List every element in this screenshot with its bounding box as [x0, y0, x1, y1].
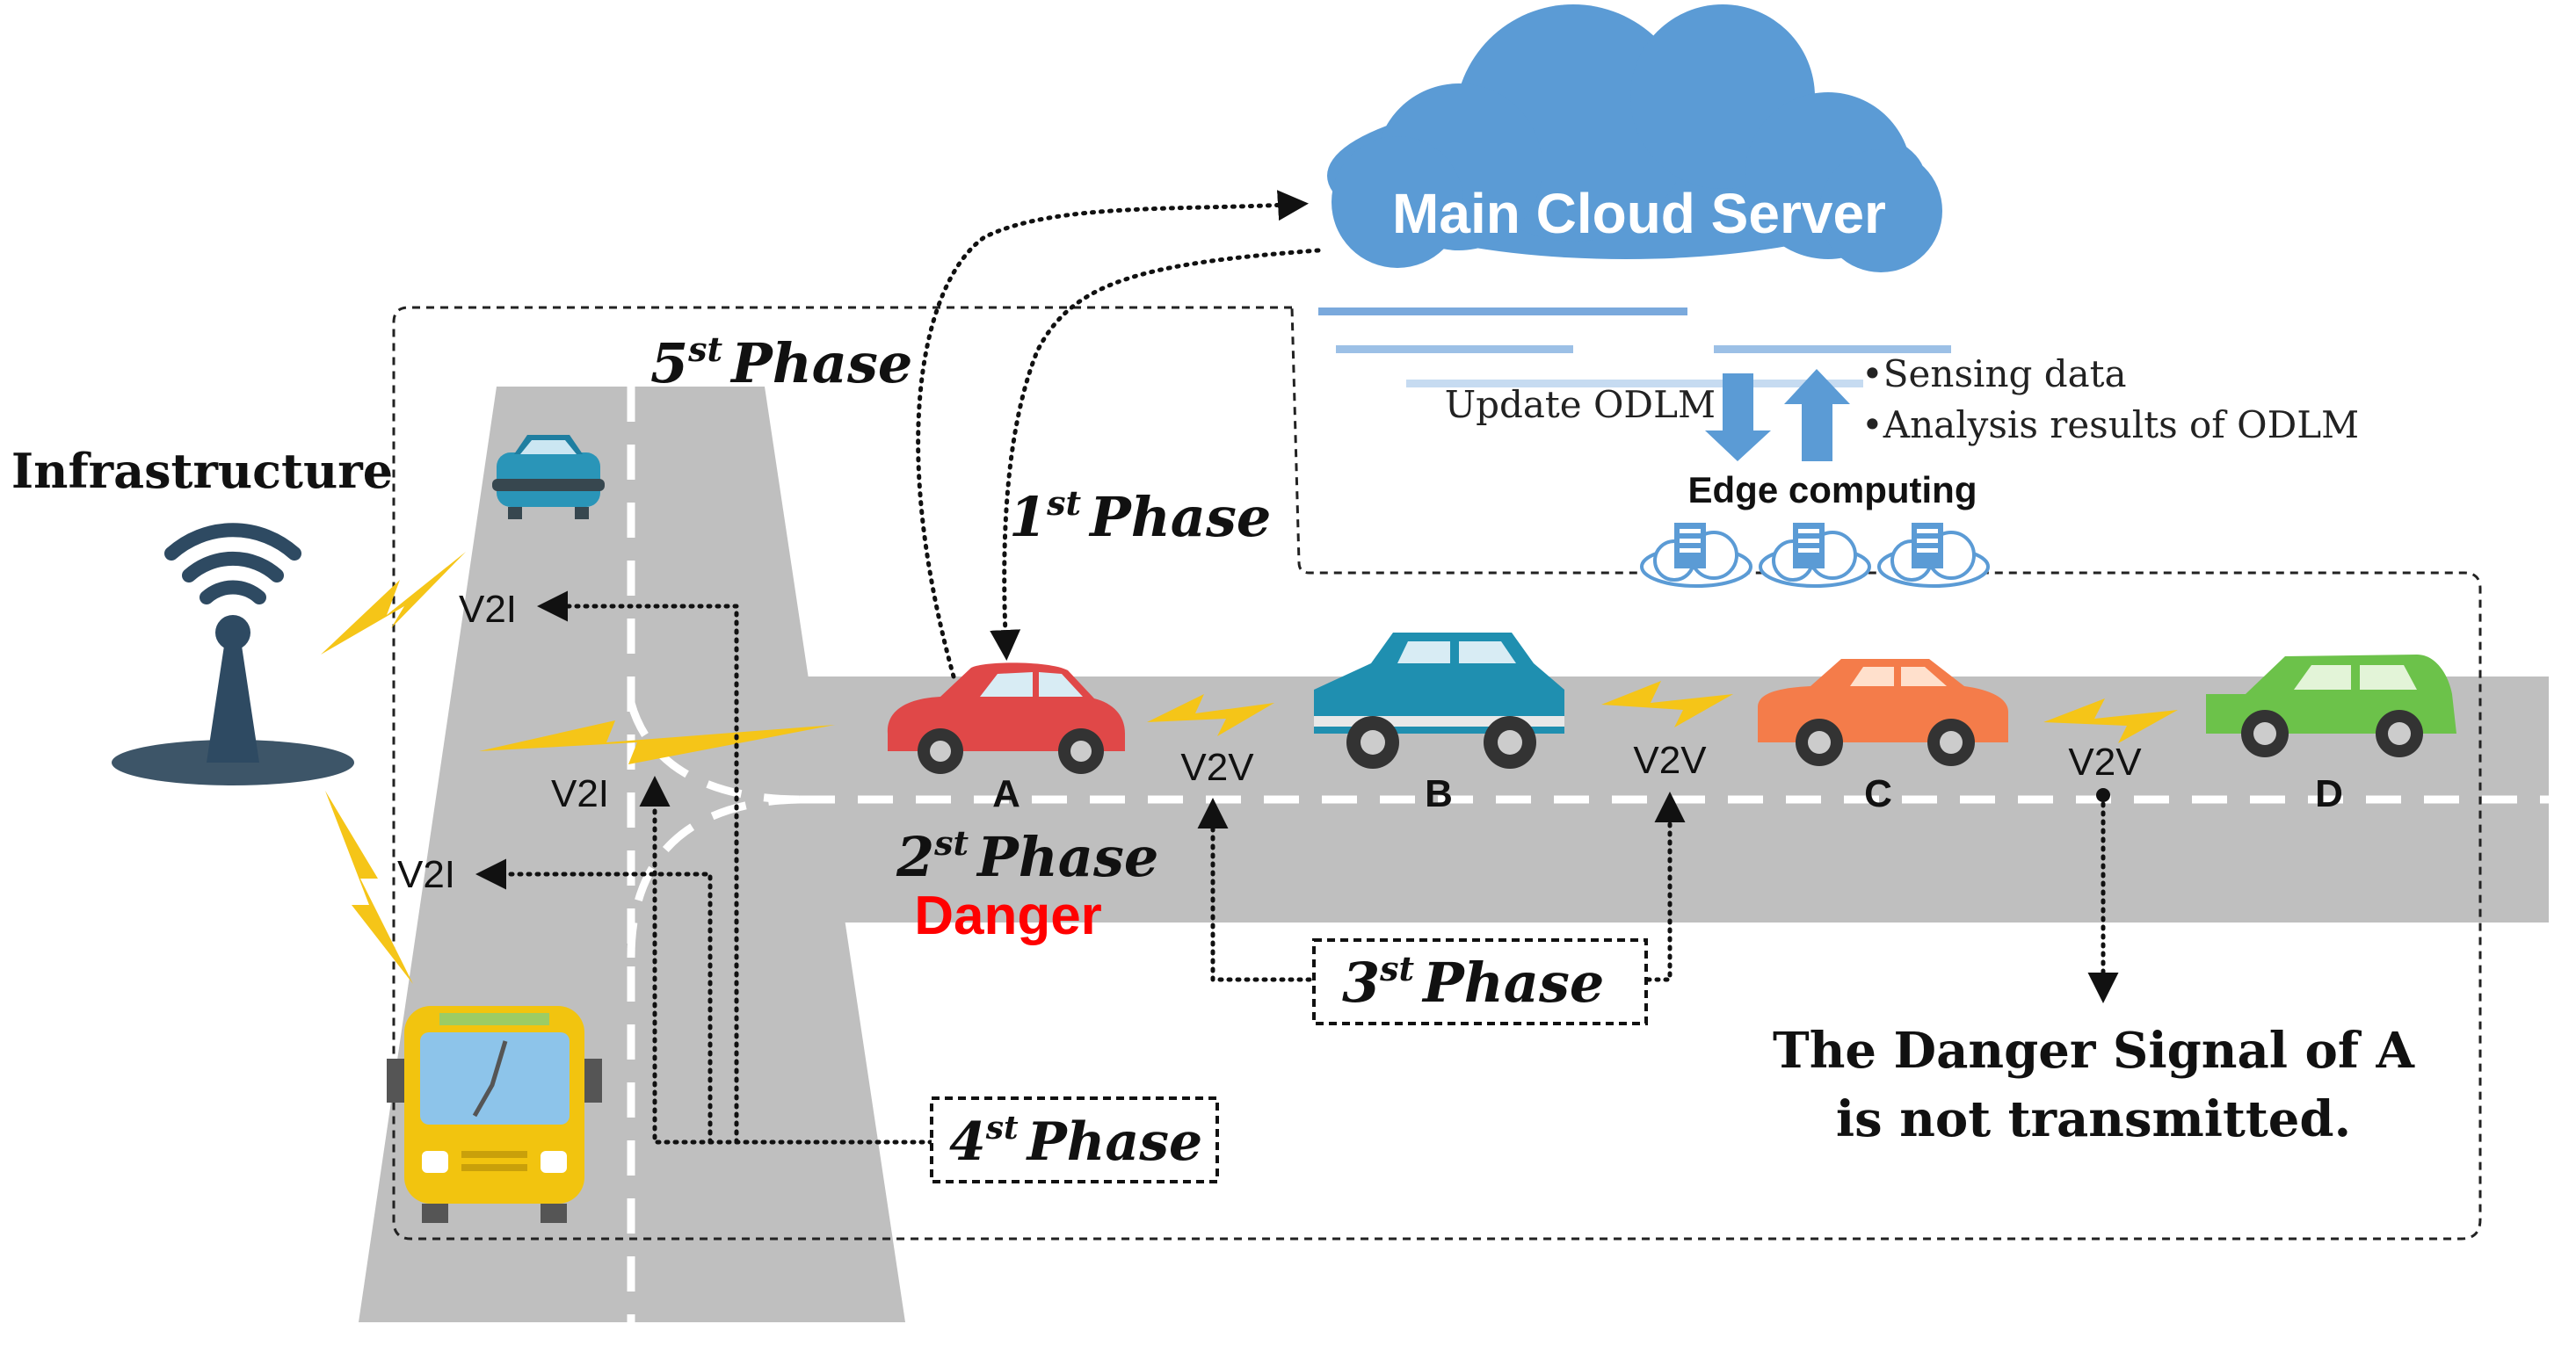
- vehicle-d: [2206, 655, 2456, 757]
- vehicle-bus: [387, 1006, 602, 1223]
- vehicle-label-d: D: [2315, 772, 2343, 815]
- v2v-label: V2V: [1633, 739, 1707, 782]
- transmission-dot: [2096, 788, 2110, 802]
- sensing-data-bullet: •Sensing data: [1861, 352, 2127, 395]
- v2i-label: V2I: [551, 772, 609, 815]
- phase1-arrow: [990, 248, 1321, 661]
- edge-node-icon: [1877, 523, 1990, 588]
- road-network: [359, 387, 2549, 1322]
- edge-computing: Update ODLM •Sensing data •Analysis resu…: [1445, 352, 2359, 588]
- wifi-signal-icon: [164, 523, 301, 604]
- bolt-icon: [479, 720, 835, 764]
- v2i-label: V2I: [397, 853, 455, 896]
- update-odlm-label: Update ODLM: [1445, 383, 1716, 426]
- merge-lane-marking: [627, 795, 801, 959]
- vehicle-b: [1314, 633, 1564, 769]
- cloud-label: Main Cloud Server: [1392, 182, 1886, 245]
- edge-node-icon: [1759, 523, 1871, 588]
- analysis-results-bullet: •Analysis results of ODLM: [1861, 403, 2359, 446]
- phase-3-box: [1312, 938, 1648, 1025]
- danger-signal-note-line2: is not transmitted.: [1836, 1090, 2351, 1148]
- infrastructure-tower: Infrastructure: [11, 443, 393, 785]
- vehicle-top-car: [492, 435, 605, 519]
- cloud-icon: [1327, 4, 1942, 272]
- vehicle-label-a: A: [992, 772, 1020, 815]
- danger-label: Danger: [914, 886, 1102, 946]
- phase5-arrow: [916, 190, 1309, 679]
- main-cloud-server: Main Cloud Server: [1318, 4, 1951, 387]
- cloud-stripe: [1318, 308, 1687, 315]
- coverage-boundary: [392, 306, 2482, 1241]
- phase-4-box: [930, 1096, 1219, 1183]
- bolt-icon: [1147, 694, 1274, 736]
- danger-signal-note-line1: The Danger Signal of A: [1773, 1022, 2415, 1080]
- bolt-icon: [1601, 681, 1733, 727]
- phase3-arrow: [1197, 798, 1321, 982]
- edge-computing-label: Edge computing: [1688, 469, 1977, 510]
- v2v-label: V2V: [2068, 741, 2142, 784]
- vehicle-label-c: C: [1864, 772, 1892, 815]
- phase4-arrow: [639, 776, 934, 1145]
- infrastructure-label: Infrastructure: [11, 443, 393, 499]
- v2v-label: V2V: [1180, 746, 1254, 789]
- v2i-label: V2I: [459, 588, 517, 631]
- bolt-icon: [325, 791, 413, 984]
- vehicle-a: [887, 662, 1125, 774]
- tower-mast: [207, 646, 259, 763]
- up-arrow-icon: [1784, 369, 1850, 461]
- down-arrow-icon: [1705, 373, 1771, 461]
- signal-bolts: [321, 552, 2178, 984]
- phase-arrows: [475, 190, 2119, 1145]
- bolt-icon: [321, 552, 466, 655]
- vehicle-label-b: B: [1425, 772, 1453, 815]
- bolt-icon: [2043, 698, 2178, 743]
- edge-node-icon: [1640, 523, 1752, 588]
- vehicle-c: [1758, 659, 2008, 766]
